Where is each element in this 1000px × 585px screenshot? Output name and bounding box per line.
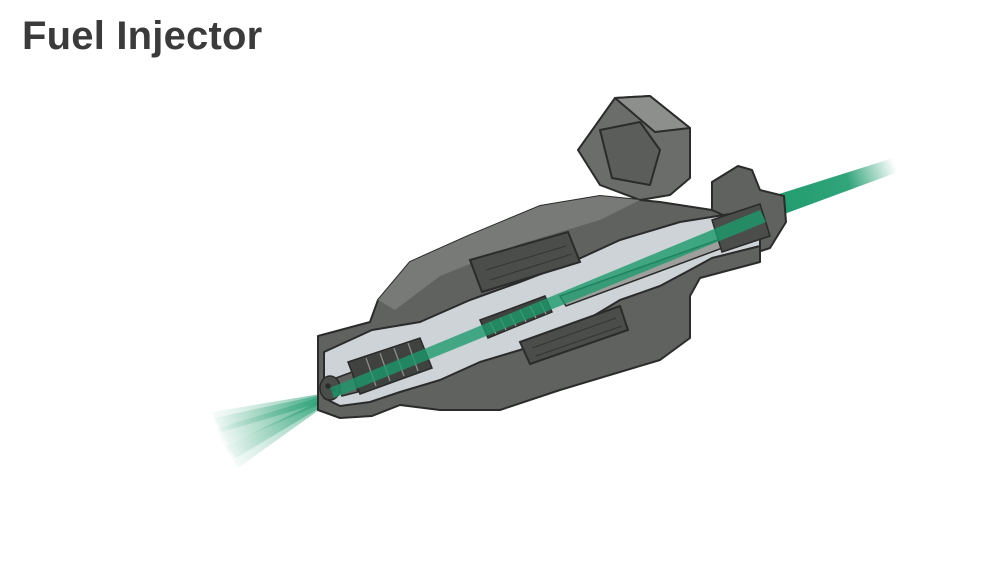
electrical-connector (577, 95, 691, 201)
fuel-flow-core (330, 210, 766, 398)
page-title: Fuel Injector (22, 14, 263, 58)
fuel-spray-cone (212, 393, 331, 468)
solenoid-coil-lower (518, 304, 630, 366)
solenoid-coil-upper (468, 230, 582, 294)
fuel-inlet-stream (760, 158, 898, 220)
